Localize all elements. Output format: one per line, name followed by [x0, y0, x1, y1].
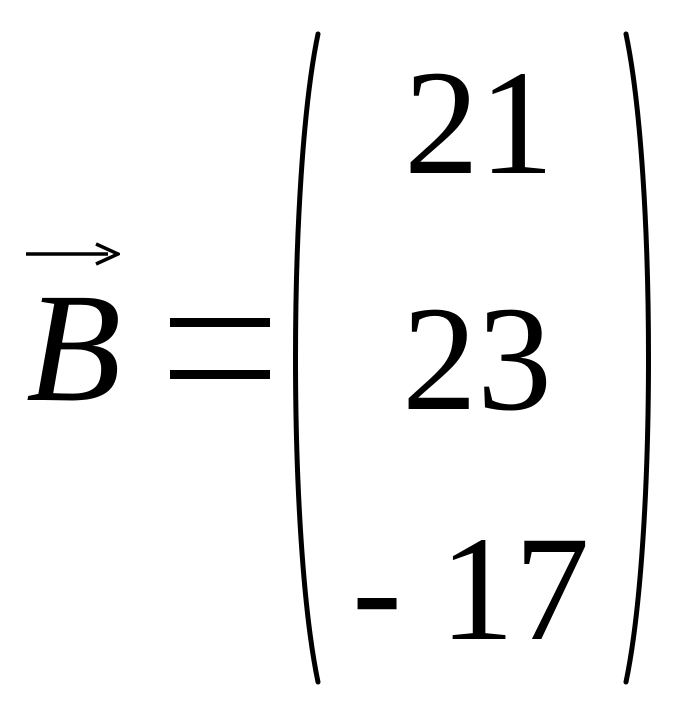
equals-bottom-bar: [170, 370, 270, 379]
vector-entry-2: 23: [402, 276, 552, 442]
vector-symbol: B: [26, 261, 122, 434]
vector-arrow-icon: [26, 242, 120, 266]
right-parenthesis-icon: [623, 31, 651, 685]
vector-entry-3: - 17: [352, 506, 590, 672]
equals-sign: [170, 318, 270, 380]
left-parenthesis-icon: [293, 31, 321, 685]
equals-top-bar: [170, 318, 270, 327]
vector-entry-1: 21: [404, 40, 554, 206]
